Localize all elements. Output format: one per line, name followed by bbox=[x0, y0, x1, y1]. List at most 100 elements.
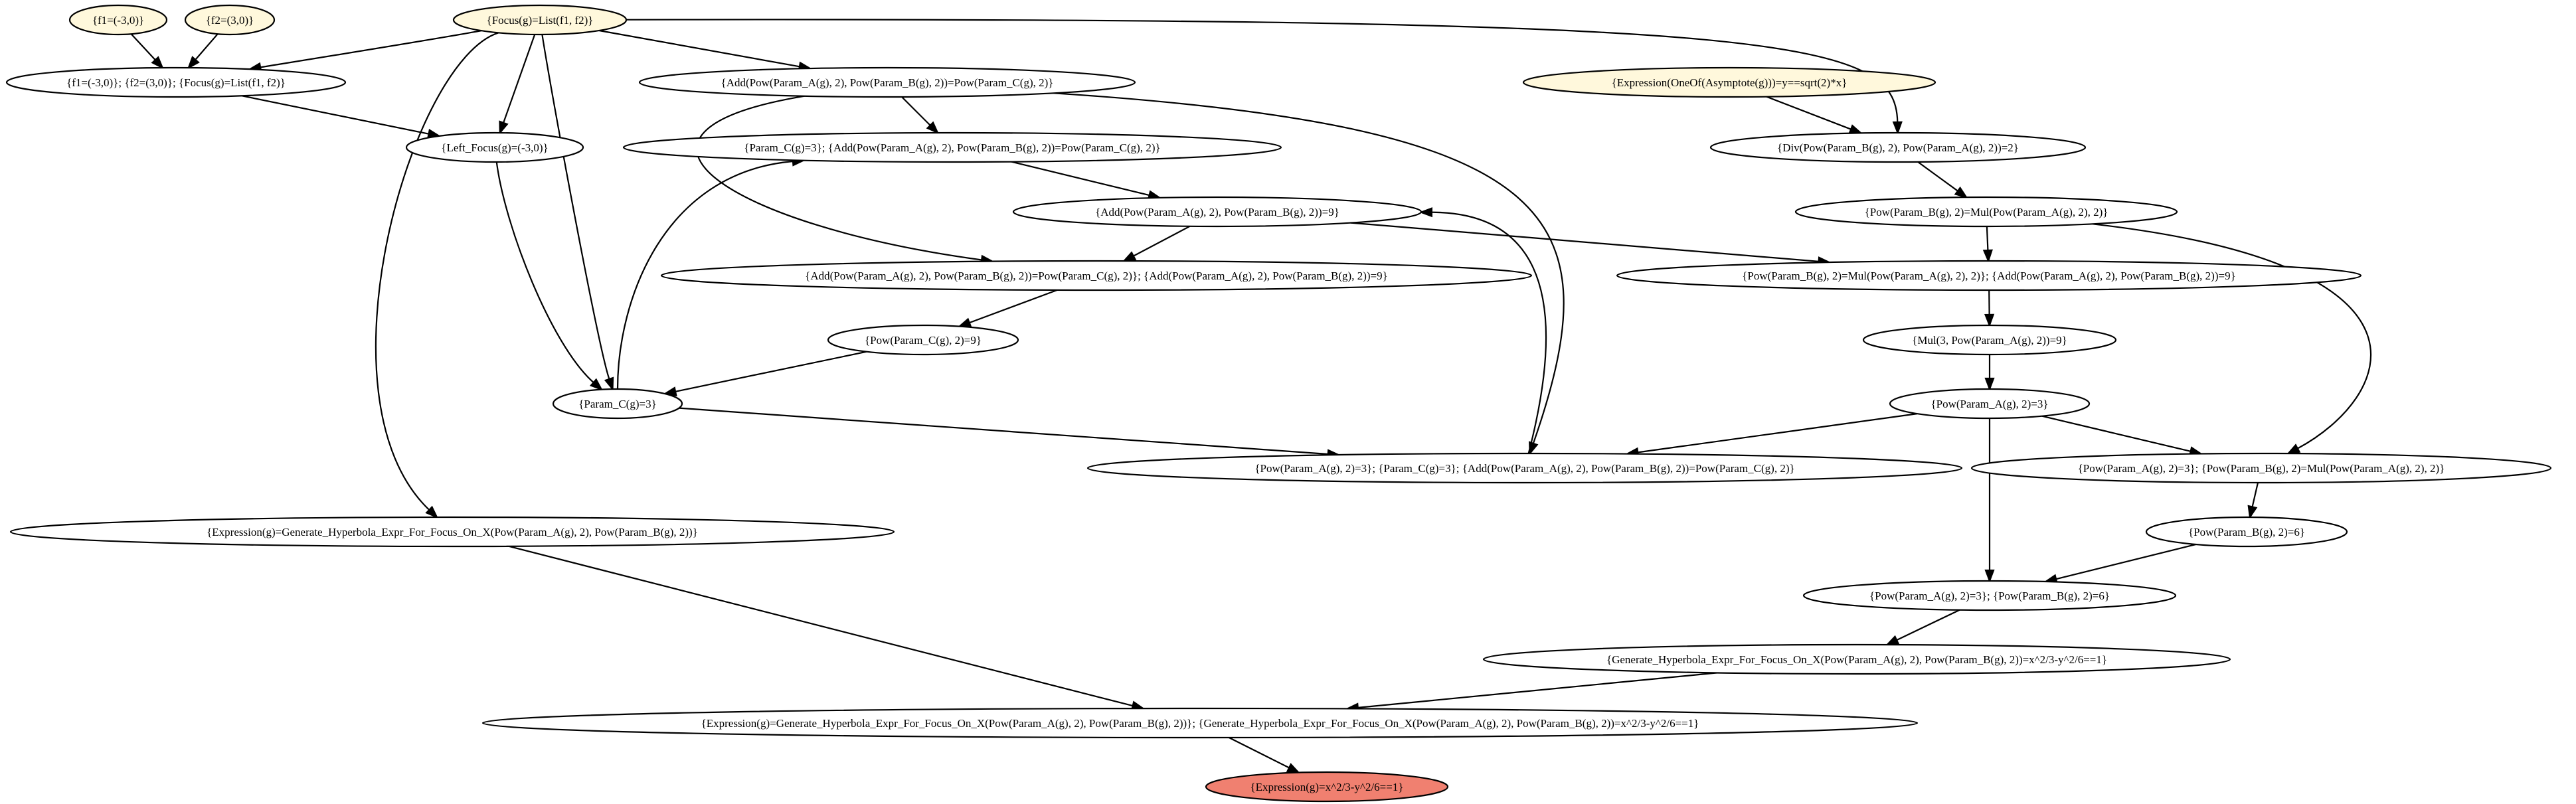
node-shape bbox=[1889, 388, 2091, 420]
node-shape bbox=[660, 260, 1533, 291]
node-label: {Add(Pow(Param_A(g), 2), Pow(Param_B(g),… bbox=[805, 270, 1388, 282]
node-addc-add9: {Add(Pow(Param_A(g), 2), Pow(Param_B(g),… bbox=[660, 260, 1533, 291]
edge-line bbox=[901, 96, 931, 126]
node-shape bbox=[9, 516, 895, 548]
node-label: {Mul(3, Pow(Param_A(g), 2))=9} bbox=[1912, 334, 2067, 347]
node-shape bbox=[1522, 66, 1936, 98]
node-shape bbox=[1086, 452, 1963, 484]
node-label: {Left_Focus(g)=(-3,0)} bbox=[441, 141, 548, 154]
edge-pa3-pbmul-to-pb6 bbox=[2247, 482, 2259, 520]
node-pa3-pbmul: {Pow(Param_A(g), 2)=3}; {Pow(Param_B(g),… bbox=[1970, 452, 2552, 484]
edge-pa3-to-pa3-pbmul bbox=[2041, 415, 2203, 456]
edge-focus-to-combo bbox=[248, 30, 482, 72]
node-focus: {Focus(g)=List(f1, f2)} bbox=[452, 4, 628, 36]
node-shape bbox=[481, 707, 1919, 739]
edge-line bbox=[541, 34, 610, 380]
edge-line bbox=[375, 32, 499, 511]
edge-pb6-to-pa3-pb6 bbox=[2043, 543, 2196, 584]
node-shape bbox=[1794, 196, 2178, 228]
node-shape bbox=[68, 4, 168, 36]
edge-pc-add-to-add9 bbox=[1011, 161, 1162, 201]
edge-line bbox=[2041, 415, 2191, 452]
edge-line bbox=[2092, 223, 2372, 449]
node-shape bbox=[638, 66, 1136, 98]
edge-focus-to-addc bbox=[598, 29, 812, 72]
node-pc3: {Param_C(g)=3} bbox=[552, 388, 683, 420]
node-label: {Expression(g)=Generate_Hyperbola_Expr_F… bbox=[701, 717, 1699, 730]
node-label: {Pow(Param_C(g), 2)=9} bbox=[865, 334, 982, 347]
node-exprgen: {Expression(g)=Generate_Hyperbola_Expr_F… bbox=[9, 516, 895, 548]
edge-add9-to-addc-add9 bbox=[1122, 225, 1191, 262]
node-pa3: {Pow(Param_A(g), 2)=3} bbox=[1889, 388, 2091, 420]
node-expr-gen-res: {Expression(g)=Generate_Hyperbola_Expr_F… bbox=[481, 707, 1919, 739]
edge-focus-to-pc3 bbox=[541, 34, 614, 392]
edge-f2-to-combo bbox=[187, 33, 218, 70]
edge-line bbox=[598, 29, 800, 68]
arrowhead-icon bbox=[1122, 251, 1137, 262]
node-leftfocus: {Left_Focus(g)=(-3,0)} bbox=[405, 131, 584, 163]
edge-exprgen-to-expr-gen-res bbox=[509, 545, 1146, 711]
node-label: {Pow(Param_A(g), 2)=3} bbox=[1931, 398, 2049, 410]
node-shape bbox=[1012, 196, 1422, 228]
edge-powc9-to-pc3 bbox=[663, 351, 867, 397]
arrowhead-icon bbox=[499, 120, 509, 135]
node-shape bbox=[1970, 452, 2552, 484]
edge-line bbox=[509, 545, 1134, 707]
edge-div-to-pb-mul bbox=[1917, 161, 1968, 199]
edge-addc-to-addc-add9 bbox=[696, 95, 995, 265]
arrowhead-icon bbox=[1984, 569, 1995, 584]
node-label: {Param_C(g)=3}; {Add(Pow(Param_A(g), 2),… bbox=[744, 141, 1160, 154]
node-pc-add: {Param_C(g)=3}; {Add(Pow(Param_A(g), 2),… bbox=[622, 131, 1282, 163]
node-powc9: {Pow(Param_C(g), 2)=9} bbox=[827, 324, 1019, 356]
arrowhead-icon bbox=[151, 56, 164, 70]
node-shape bbox=[1802, 580, 2177, 611]
edge-line bbox=[1638, 413, 1918, 453]
edge-line bbox=[260, 30, 482, 68]
edge-line bbox=[130, 33, 156, 61]
edge-line bbox=[1431, 211, 1547, 454]
node-pa3-pc3-add: {Pow(Param_A(g), 2)=3}; {Param_C(g)=3}; … bbox=[1086, 452, 1963, 484]
node-label: {Pow(Param_A(g), 2)=3}; {Pow(Param_B(g),… bbox=[1869, 590, 2110, 602]
edge-mul3-to-pa3 bbox=[1984, 355, 1995, 392]
node-label: {Div(Pow(Param_B(g), 2), Pow(Param_A(g),… bbox=[1777, 141, 2019, 154]
edge-leftfocus-to-pc3 bbox=[495, 161, 604, 391]
edge-focus-to-exprgen bbox=[375, 32, 499, 519]
edge-line bbox=[1011, 161, 1150, 197]
node-label: {Add(Pow(Param_A(g), 2), Pow(Param_B(g),… bbox=[1095, 206, 1339, 218]
arrowhead-icon bbox=[1984, 377, 1995, 392]
edge-line bbox=[679, 407, 1328, 455]
node-div: {Div(Pow(Param_B(g), 2), Pow(Param_A(g),… bbox=[1709, 131, 2087, 163]
edge-line bbox=[675, 351, 867, 392]
node-label: {Generate_Hyperbola_Expr_For_Focus_On_X(… bbox=[1606, 653, 2107, 666]
edge-line bbox=[1896, 609, 1960, 641]
node-mul3: {Mul(3, Pow(Param_A(g), 2))=9} bbox=[1862, 324, 2117, 356]
edge-line bbox=[1917, 161, 1958, 192]
edge-pb-mul-to-pbmul-add9 bbox=[1982, 226, 1993, 264]
node-label: {f1=(-3,0)} bbox=[92, 14, 144, 27]
node-pb-mul: {Pow(Param_B(g), 2)=Mul(Pow(Param_A(g), … bbox=[1794, 196, 2178, 228]
node-add9: {Add(Pow(Param_A(g), 2), Pow(Param_B(g),… bbox=[1012, 196, 1422, 228]
edge-addc-add9-to-powc9 bbox=[957, 289, 1058, 327]
arrowhead-icon bbox=[589, 378, 604, 391]
edge-line bbox=[1986, 226, 1989, 251]
arrowhead-icon bbox=[187, 56, 200, 70]
node-label: {Expression(g)=Generate_Hyperbola_Expr_F… bbox=[207, 526, 698, 538]
edge-line bbox=[195, 33, 218, 60]
node-label: {Add(Pow(Param_A(g), 2), Pow(Param_B(g),… bbox=[721, 76, 1054, 89]
edge-line bbox=[503, 34, 536, 123]
nodes-layer: {f1=(-3,0)}{f2=(3,0)}{Focus(g)=List(f1, … bbox=[5, 4, 2552, 803]
node-label: {Pow(Param_B(g), 2)=Mul(Pow(Param_A(g), … bbox=[1865, 206, 2108, 218]
edge-line bbox=[1351, 222, 1819, 262]
arrowhead-icon bbox=[1982, 249, 1993, 264]
edge-line bbox=[1766, 96, 1851, 130]
node-pb6: {Pow(Param_B(g), 2)=6} bbox=[2145, 516, 2348, 548]
node-label: {Pow(Param_B(g), 2)=Mul(Pow(Param_A(g), … bbox=[1742, 270, 2236, 282]
edge-add9-to-pbmul-add9 bbox=[1351, 222, 1832, 267]
arrowhead-icon bbox=[1418, 207, 1432, 218]
edge-line bbox=[1133, 225, 1191, 257]
arrowhead-icon bbox=[1286, 763, 1301, 774]
node-f1: {f1=(-3,0)} bbox=[68, 4, 168, 36]
node-pbmul-add9: {Pow(Param_B(g), 2)=Mul(Pow(Param_A(g), … bbox=[1616, 260, 2362, 291]
node-combo: {f1=(-3,0)}; {f2=(3,0)}; {Focus(g)=List(… bbox=[5, 66, 347, 98]
arrowhead-icon bbox=[957, 317, 972, 327]
